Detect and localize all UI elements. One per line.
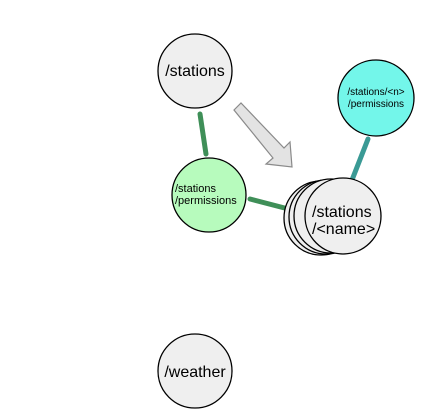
link-station-name-to-n-permissions (349, 136, 371, 183)
node-stations-permissions-line1: /stations (175, 183, 216, 195)
node-station-name-line2: /<name> (312, 221, 375, 238)
node-stations-permissions-line2: /permissions (175, 195, 237, 207)
node-station-n-permissions[interactable]: /stations/<n> /permissions (337, 59, 415, 137)
node-station-n-permissions-line2: /permissions (348, 99, 404, 110)
node-weather[interactable]: /weather (157, 333, 233, 409)
link-stations-to-permissions (197, 111, 209, 157)
node-stations-permissions[interactable]: /stations /permissions (171, 157, 247, 233)
node-station-n-permissions-line1: /stations/<n> (347, 87, 404, 98)
stack-layer-front (304, 177, 382, 255)
node-station-name[interactable]: /stations /<name> (283, 177, 382, 256)
node-station-name-line1: /stations (312, 204, 372, 221)
node-weather-label: /weather (164, 364, 226, 381)
node-stations-label: /stations (165, 63, 225, 80)
node-stations[interactable]: /stations (157, 33, 233, 109)
arrow-icon (233, 102, 293, 168)
